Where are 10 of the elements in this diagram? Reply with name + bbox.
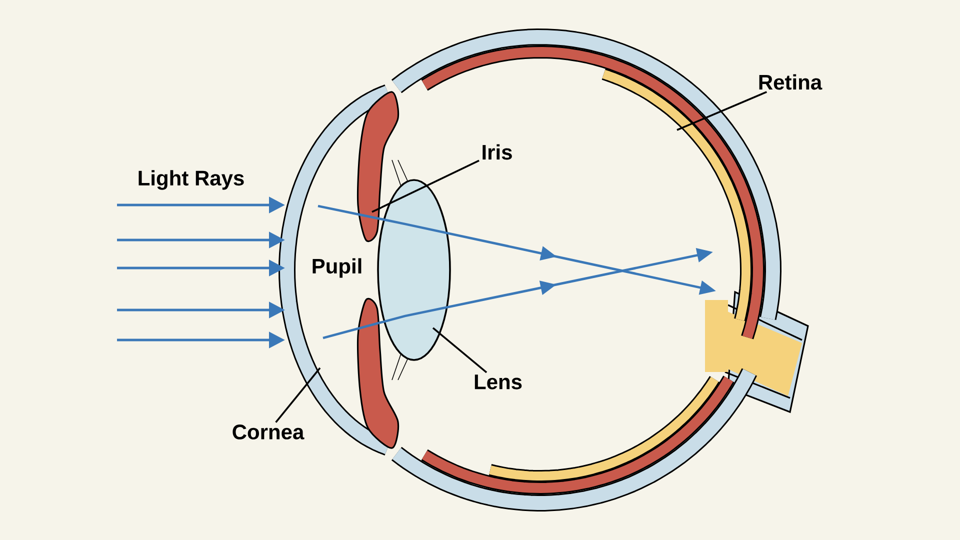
leader-line bbox=[676, 91, 768, 131]
diagram-label: Light Rays bbox=[138, 170, 244, 190]
leader-line bbox=[275, 367, 321, 423]
diagram-label: Pupil bbox=[312, 258, 362, 278]
leader-line bbox=[372, 160, 480, 213]
leader-line bbox=[432, 327, 488, 374]
part-label: Retina bbox=[759, 74, 822, 90]
part-label: Cornea bbox=[232, 424, 304, 440]
part-label: Iris bbox=[482, 144, 512, 160]
part-label: Lens bbox=[474, 374, 522, 390]
